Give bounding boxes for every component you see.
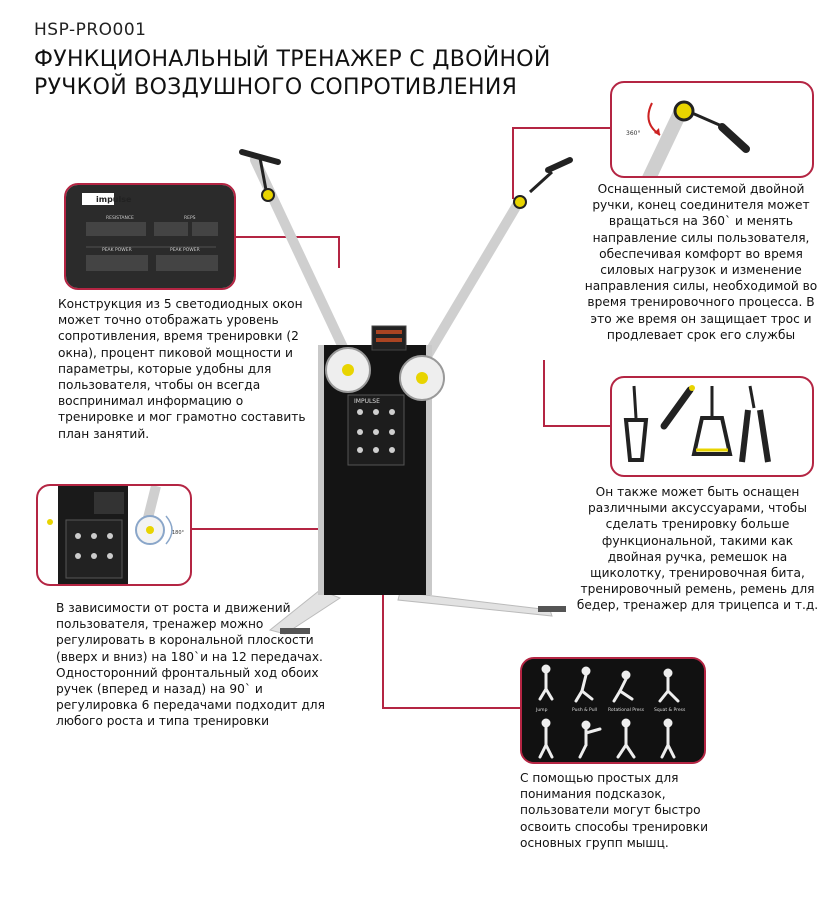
page-title: ФУНКЦИОНАЛЬНЫЙ ТРЕНАЖЕР С ДВОЙНОЙ РУЧКОЙ… bbox=[34, 47, 551, 100]
machine-illustration: IMPULSE bbox=[239, 149, 573, 635]
exercise-label-rotational: Rotational Press bbox=[608, 707, 645, 713]
description-adjust: В зависимости от роста и движений пользо… bbox=[56, 601, 325, 729]
adjust-angle-label: 180° bbox=[172, 530, 185, 536]
inset-exercise-icons: Jump Push & Pull Rotational Press Squat … bbox=[520, 657, 706, 764]
exercise-label-squat: Squat & Press bbox=[654, 707, 686, 713]
display-label-peak-left: PEAK POWER bbox=[102, 247, 132, 253]
model-code: HSP-PRO001 bbox=[34, 20, 147, 40]
right-handle-icon bbox=[513, 157, 573, 209]
bat-icon bbox=[660, 385, 695, 430]
inset-accessories bbox=[610, 376, 814, 477]
exercise-label-push-pull: Push & Pull bbox=[572, 707, 597, 713]
swivel-angle-label: 360° bbox=[626, 130, 640, 137]
exercise-label-jump: Jump bbox=[535, 707, 548, 713]
display-label-peak-right: PEAK POWER bbox=[170, 247, 200, 253]
left-handle-icon bbox=[239, 149, 281, 202]
description-icons: С помощью простых для понимания подсказо… bbox=[520, 771, 709, 850]
description-display: Конструкция из 5 светодиодных окон может… bbox=[58, 297, 306, 441]
handle-icon bbox=[691, 386, 733, 456]
svg-text:IMPULSE: IMPULSE bbox=[354, 398, 380, 405]
display-brand: impulse bbox=[96, 195, 132, 204]
leader-line-acc-v bbox=[543, 360, 545, 426]
rope-icon bbox=[739, 385, 771, 463]
leader-line-adjust bbox=[188, 528, 340, 530]
leader-line-acc bbox=[543, 425, 610, 427]
leader-line-display-v bbox=[338, 236, 340, 268]
inset-height-adjust: 180° bbox=[36, 484, 192, 586]
machine-base-right bbox=[397, 591, 553, 617]
strap-icon bbox=[623, 385, 649, 462]
display-label-reps: REPS bbox=[184, 215, 196, 221]
inset-display-panel: impulse RESISTANCE REPS PEAK POWER PEAK … bbox=[64, 183, 236, 290]
leader-line-swivel-v bbox=[512, 127, 514, 199]
display-label-resistance: RESISTANCE bbox=[106, 215, 134, 221]
right-arm bbox=[415, 195, 525, 373]
leader-line-swivel bbox=[512, 127, 610, 129]
description-swivel: Оснащенный системой двойной ручки, конец… bbox=[584, 182, 818, 342]
leader-line-icons bbox=[382, 707, 520, 709]
description-accessories: Он также может быть оснащен различными а… bbox=[576, 485, 819, 613]
inset-swivel-connector: 360° bbox=[610, 81, 814, 178]
